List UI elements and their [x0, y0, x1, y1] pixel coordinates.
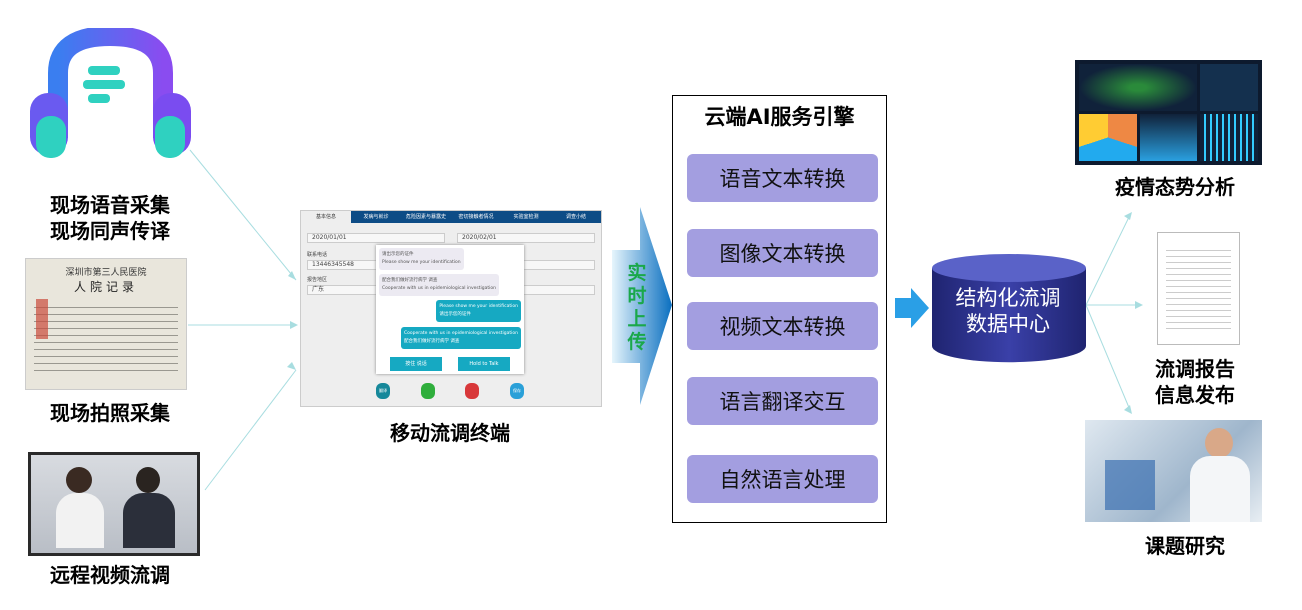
dashboard-image	[1075, 60, 1262, 165]
engine-title: 云端AI服务引擎	[704, 105, 855, 129]
service-translation: 语言翻译交互	[687, 377, 878, 425]
report-document-image	[1157, 232, 1240, 345]
tab: 实验室检测	[513, 214, 539, 220]
terminal-label: 移动流调终端	[390, 421, 510, 445]
headphone-logo-icon	[30, 28, 191, 158]
tab: 发病与就诊	[363, 214, 389, 220]
analysis-label: 疫情态势分析	[1115, 175, 1235, 199]
service-image-to-text: 图像文本转换	[687, 229, 878, 277]
lab-research-image	[1085, 420, 1262, 522]
medical-record-photo: 深圳市第三人民医院 人院记录	[25, 258, 187, 390]
research-label: 课题研究	[1145, 534, 1225, 558]
hold-to-talk-cn-button: 按住 说话	[390, 357, 442, 371]
ai-engine-box	[672, 95, 887, 523]
date-from: 2020/01/01	[307, 233, 445, 243]
stop-icon	[465, 383, 479, 399]
mobile-terminal-screenshot: 基本信息 发病与就诊 危险因素与暴露史 密切接触者情况 实验室检测 调查小结 2020/0…	[300, 210, 602, 407]
hospital-name: 深圳市第三人民医院	[65, 268, 147, 278]
phone-label: 联系电话	[307, 252, 328, 258]
date-to: 2020/02/01	[457, 233, 595, 243]
service-speech-to-text: 语音文本转换	[687, 154, 878, 202]
service-nlp: 自然语言处理	[687, 455, 878, 503]
report-label: 流调报告信息发布	[1155, 357, 1235, 407]
arrow-right-icon	[895, 288, 929, 328]
doc-title: 人院记录	[73, 280, 138, 294]
chat-bubble: Cooperate with us in epidemiological inv…	[400, 327, 521, 349]
hold-to-talk-en-button: Hold to Talk	[458, 357, 510, 371]
translate-button: 翻译	[376, 383, 390, 399]
photo-capture-label: 现场拍照采集	[50, 401, 170, 425]
video-survey-label: 远程视频流调	[50, 563, 170, 587]
service-video-to-text: 视频文本转换	[687, 302, 878, 350]
mic-icon	[421, 383, 435, 399]
tab: 基本信息	[301, 211, 351, 223]
video-call-image	[28, 452, 200, 556]
upload-arrow-icon	[612, 207, 672, 405]
upload-arrow-label: 实时上传	[627, 262, 647, 353]
voice-capture-label: 现场语音采集现场同声传译	[50, 193, 170, 243]
tab: 调查小结	[565, 214, 586, 220]
datacenter-label: 结构化流调数据中心	[955, 286, 1061, 336]
region-label: 报告地区	[307, 277, 328, 283]
tab: 密切接触者情况	[458, 214, 494, 220]
tab: 危险因素与暴露史	[405, 214, 446, 220]
database-cylinder-icon	[932, 254, 1086, 363]
save-button: 保存	[510, 383, 524, 399]
terminal-tabs: 基本信息 发病与就诊 危险因素与暴露史 密切接触者情况 实验室检测 调查小结	[301, 211, 601, 223]
